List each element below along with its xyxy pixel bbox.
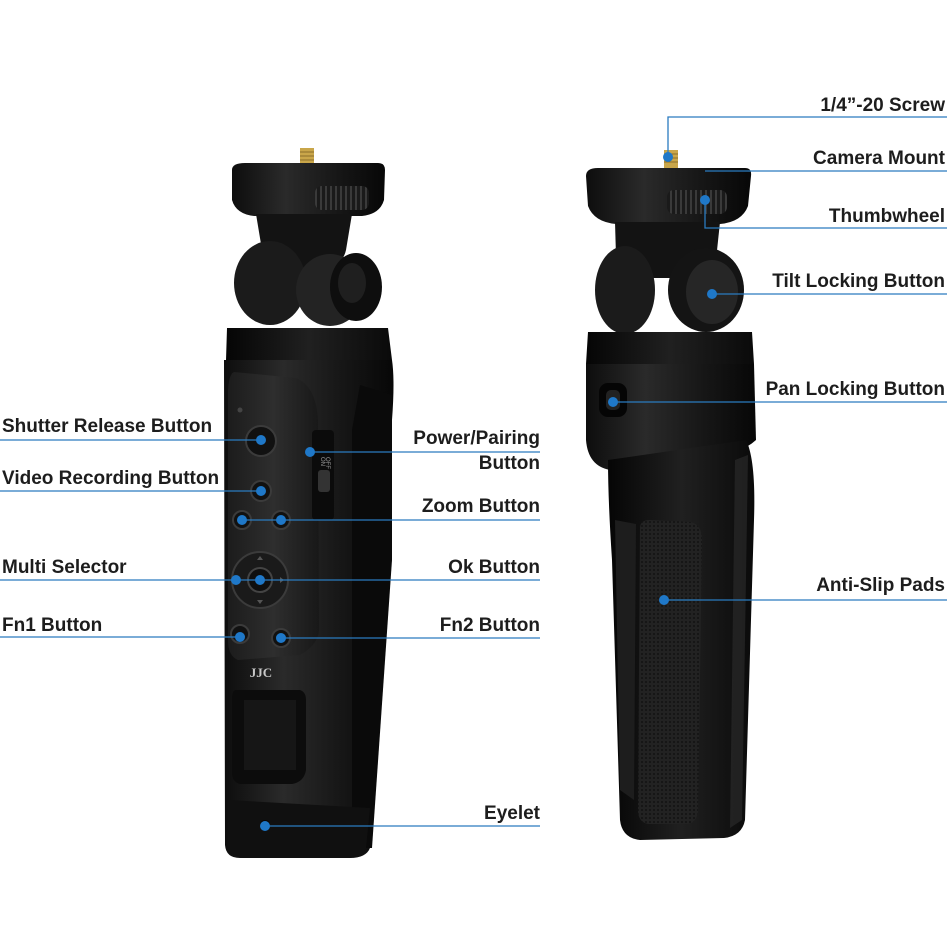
thumbwheel[interactable] [667,190,727,214]
blue-dot-icon [235,632,245,642]
label-power-line1: Power/Pairing [413,428,540,449]
power-switch[interactable]: OFF ON [312,430,334,520]
blue-dot-icon [608,397,618,407]
blue-dot-icon [305,447,315,457]
label-multi-selector: Multi Selector [2,557,127,578]
brand-logo: JJC [250,665,272,680]
label-eyelet: Eyelet [484,803,540,824]
blue-dot-icon [276,633,286,643]
blue-dot-icon [260,821,270,831]
grip-side-view [586,150,756,840]
left-callout-dots [231,435,315,831]
label-power-pairing: Power/Pairing Button [413,426,540,476]
label-zoom: Zoom Button [421,496,540,517]
blue-dot-icon [707,289,717,299]
right-callout-dots [608,152,717,605]
label-video-recording: Video Recording Button [2,468,220,489]
blue-dot-icon [276,515,286,525]
left-leader-lines [0,439,540,827]
blue-dot-icon [659,595,669,605]
blue-dot-icon [256,435,266,445]
label-pan-locking: Pan Locking Button [765,379,945,400]
label-screw: 1/4”-20 Screw [820,95,945,116]
anti-slip-pad [638,520,702,824]
label-shutter-release: Shutter Release Button [2,416,213,437]
label-power-line2: Button [478,453,540,474]
blue-dot-icon [231,575,241,585]
screw-icon [300,148,314,166]
label-tilt-locking: Tilt Locking Button [772,271,945,292]
blue-dot-icon [237,515,247,525]
label-fn1: Fn1 Button [2,615,103,636]
label-ok: Ok Button [448,557,540,578]
blue-dot-icon [700,195,710,205]
label-thumbwheel: Thumbwheel [828,206,945,227]
switch-off-label: OFF [324,457,330,469]
label-anti-slip: Anti-Slip Pads [816,575,945,596]
label-camera-mount: Camera Mount [813,148,945,169]
thumbwheel[interactable] [315,186,369,210]
grip-front-view: OFF ON JJC [224,148,394,858]
right-leader-lines [613,116,947,601]
blue-dot-icon [663,152,673,162]
label-fn2: Fn2 Button [439,615,540,636]
blue-dot-icon [256,486,266,496]
blue-dot-icon [255,575,265,585]
switch-on-label: ON [319,457,325,466]
